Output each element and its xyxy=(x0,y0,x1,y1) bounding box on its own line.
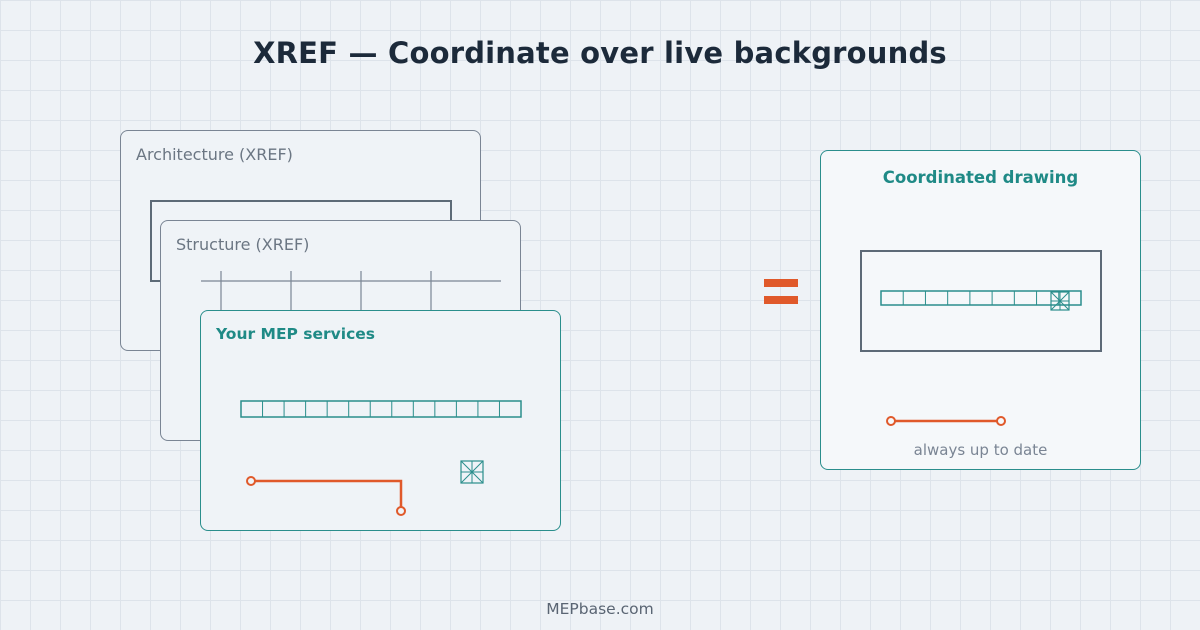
mep-card: Your MEP services xyxy=(200,310,561,531)
page-title: XREF — Coordinate over live backgrounds xyxy=(253,36,947,70)
structure-label: Structure (XREF) xyxy=(176,235,310,254)
duct-icon xyxy=(240,400,522,418)
pipe-icon xyxy=(886,416,1006,426)
coordinated-card: Coordinated drawing always up to date xyxy=(820,150,1141,470)
coordinated-caption: always up to date xyxy=(913,441,1048,459)
equals-icon xyxy=(764,279,798,313)
mep-services-drawing xyxy=(240,400,522,516)
mep-label: Your MEP services xyxy=(216,325,376,343)
coordinated-drawing xyxy=(860,250,1102,426)
footer-brand: MEPbase.com xyxy=(546,600,654,618)
architecture-wall-outline xyxy=(860,250,1102,352)
architecture-label: Architecture (XREF) xyxy=(136,145,293,164)
diffuser-icon xyxy=(460,460,484,484)
diffuser-icon xyxy=(1050,291,1070,311)
coordinated-label: Coordinated drawing xyxy=(882,168,1079,187)
pipe-icon xyxy=(246,476,406,516)
